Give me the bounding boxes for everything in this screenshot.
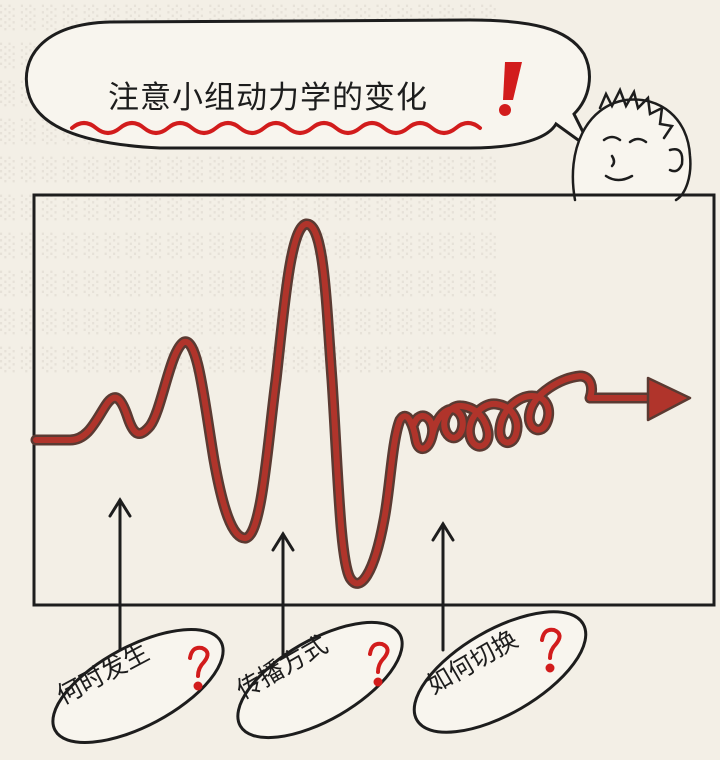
arrow-up-icon [108, 497, 132, 672]
character-head [571, 86, 692, 202]
red-squiggle-underline [70, 121, 482, 135]
question-icon [188, 645, 210, 691]
title: 注意小组动力学的变化 [108, 80, 428, 116]
question-icon [368, 641, 390, 687]
question-icon [540, 627, 562, 673]
question-bubble-1 [51, 627, 225, 745]
arrow-up-icon [431, 521, 455, 652]
question-ellipses [51, 610, 588, 745]
dynamics-wave [30, 218, 692, 589]
question-bubble-3 [412, 610, 588, 734]
diagram-frame [32, 193, 716, 607]
question-icons [188, 627, 562, 691]
question-bubble-2 [236, 620, 404, 740]
exclamation-icon [499, 62, 522, 116]
arrow-up-icon [271, 531, 295, 662]
pointer-arrows [108, 497, 455, 672]
speech-bubble [24, 18, 594, 152]
arrow-right-icon [646, 376, 692, 422]
